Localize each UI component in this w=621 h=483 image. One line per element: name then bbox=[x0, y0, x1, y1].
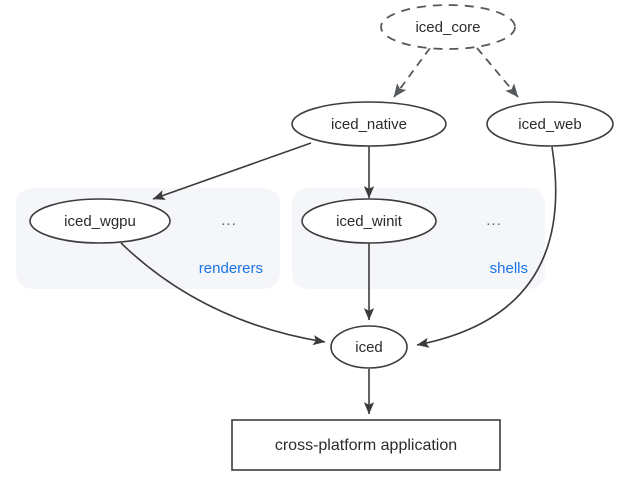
iced-label: iced bbox=[355, 339, 383, 356]
renderers-ellipsis: ... bbox=[221, 212, 237, 229]
node-iced-wgpu[interactable]: iced_wgpu bbox=[29, 198, 171, 244]
shells-group-label: shells bbox=[490, 260, 528, 277]
application-rectangle[interactable] bbox=[231, 419, 501, 471]
iced-native-label: iced_native bbox=[331, 116, 407, 133]
iced-winit-label: iced_winit bbox=[336, 213, 403, 230]
iced-wgpu-label: iced_wgpu bbox=[64, 213, 136, 230]
node-iced[interactable]: iced bbox=[330, 325, 408, 369]
application-label: cross-platform application bbox=[275, 437, 457, 454]
iced-web-ellipse[interactable] bbox=[486, 101, 614, 147]
iced-core-label: iced_core bbox=[415, 19, 480, 36]
node-cross-platform-application[interactable]: cross-platform application bbox=[231, 419, 501, 471]
edge-iced-wgpu-to-iced bbox=[120, 242, 326, 346]
iced-wgpu-ellipse[interactable] bbox=[29, 198, 171, 244]
iced-core-ellipse[interactable] bbox=[380, 4, 516, 50]
node-iced-web[interactable]: iced_web bbox=[486, 101, 614, 147]
iced-ellipse[interactable] bbox=[330, 325, 408, 369]
node-iced-core[interactable]: iced_core bbox=[380, 4, 516, 50]
iced-winit-ellipse[interactable] bbox=[301, 198, 437, 244]
iced-web-label: iced_web bbox=[518, 116, 581, 133]
edge-iced-web-to-iced bbox=[416, 146, 557, 348]
node-iced-native[interactable]: iced_native bbox=[291, 101, 447, 147]
shells-ellipsis: ... bbox=[486, 212, 502, 229]
edge-iced-core-to-iced-native bbox=[393, 47, 431, 98]
renderers-group-label: renderers bbox=[199, 260, 263, 277]
edge-iced-core-to-iced-web bbox=[476, 47, 519, 98]
edge-iced-native-to-iced-wgpu bbox=[152, 142, 312, 200]
iced-native-ellipse[interactable] bbox=[291, 101, 447, 147]
node-iced-winit[interactable]: iced_winit bbox=[301, 198, 437, 244]
